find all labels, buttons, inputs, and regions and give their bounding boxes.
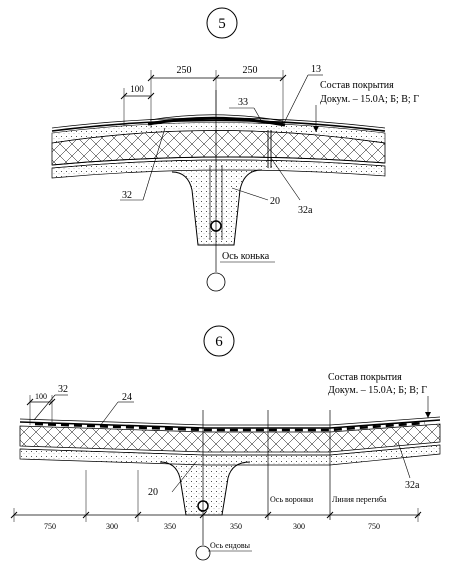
detail-5-screed — [51, 122, 386, 144]
detail-6-insulation — [19, 423, 441, 453]
detail-5-callout-32a: 32a — [298, 205, 313, 216]
detail-5-number-circle — [206, 7, 238, 39]
detail-6: 6 100 Ось ендовы Ось воронки Линия перег… — [10, 325, 441, 561]
detail-6-reinforcement-strip — [34, 421, 426, 432]
detail-5: 5 250 250 100 — [51, 7, 419, 292]
detail-5-dim-small: 100 — [130, 84, 144, 94]
detail-5-axis-bubble — [206, 272, 226, 292]
detail-6-callout-32a: 32a — [405, 480, 420, 491]
detail-5-composition-ref: Докум. – 15.0А; Б; В; Г — [320, 94, 419, 105]
detail-6-composition-title: Состав покрытия — [328, 372, 402, 383]
detail-5-callout-32: 32 — [122, 190, 132, 201]
detail-5-axis-label: Ось конька — [222, 251, 270, 262]
detail-6-funnel-label: Ось воронки — [270, 495, 314, 504]
detail-6-dim-2: 350 — [164, 522, 176, 531]
detail-6-axis-bubble — [195, 545, 211, 561]
detail-6-dim-0: 750 — [44, 522, 56, 531]
detail-5-dim-left: 250 — [177, 65, 192, 76]
detail-6-slab — [19, 444, 441, 466]
detail-6-dim-5: 750 — [368, 522, 380, 531]
detail-5-slab — [51, 159, 386, 179]
detail-6-callout-32: 32 — [58, 384, 68, 395]
detail-5-ridge-beam — [171, 169, 263, 246]
detail-5-callout-33: 33 — [238, 97, 248, 108]
detail-5-composition-title: Состав покрытия — [320, 80, 394, 91]
detail-6-bend-label: Линия перегиба — [332, 495, 387, 504]
detail-5-number: 5 — [218, 16, 226, 32]
detail-6-callout-20: 20 — [148, 487, 158, 498]
detail-6-axis-label: Ось ендовы — [210, 541, 251, 550]
detail-5-dimensions: 250 250 100 — [120, 65, 287, 128]
detail-6-number-circle — [203, 325, 235, 357]
detail-6-dim-3: 350 — [230, 522, 242, 531]
detail-6-number: 6 — [215, 334, 223, 350]
detail-6-dimension-chain: 750 300 350 350 300 750 — [10, 470, 422, 531]
detail-6-callout-24: 24 — [122, 392, 132, 403]
detail-5-callout-13: 13 — [311, 64, 321, 75]
detail-5-callout-20: 20 — [270, 196, 280, 207]
detail-6-composition-ref: Докум. – 15.0А; Б; В; Г — [328, 385, 427, 396]
detail-6-dim-small: 100 — [35, 392, 47, 401]
detail-6-dim-1: 300 — [106, 522, 118, 531]
detail-5-dim-right: 250 — [243, 65, 258, 76]
detail-6-dim-4: 300 — [293, 522, 305, 531]
